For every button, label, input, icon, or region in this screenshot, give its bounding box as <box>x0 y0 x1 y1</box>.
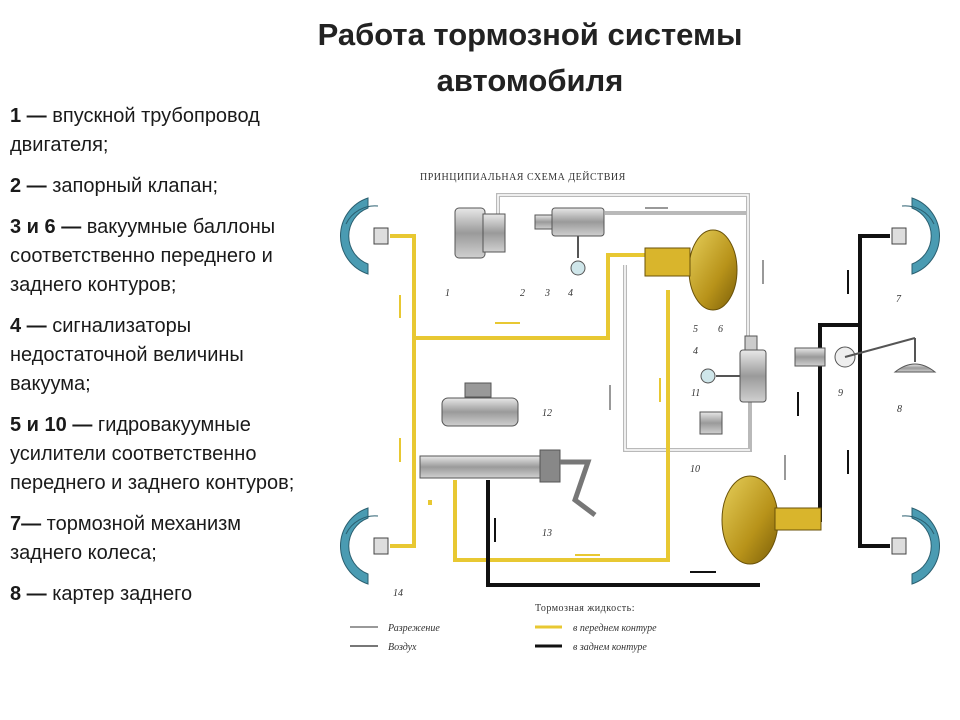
pressure-regulator <box>794 337 916 368</box>
label-4: 4 <box>568 288 573 299</box>
check-valve-and-tank <box>534 207 605 276</box>
axle-housing <box>893 338 937 373</box>
legend-item: 1 — впускной трубопровод двигателя; <box>10 102 310 160</box>
brake-schematic: ПРИНЦИПИАЛЬНАЯ СХЕМА ДЕЙСТВИЯ <box>339 171 941 653</box>
legend-number: 7— <box>10 513 42 535</box>
label-12: 12 <box>542 408 552 419</box>
legend-text: картер заднего <box>46 583 193 605</box>
label-7: 7 <box>896 294 902 305</box>
legend-number: 5 и 10 — <box>10 414 93 436</box>
legend-item: 2 — запорный клапан; <box>10 172 310 201</box>
label-13: 13 <box>542 528 552 539</box>
label-1: 1 <box>445 288 450 299</box>
rear-booster <box>721 475 822 565</box>
label-4b: 4 <box>693 346 698 357</box>
label-2: 2 <box>520 288 525 299</box>
page-title: Работа тормозной системы автомобиля <box>230 12 830 104</box>
label-14: 14 <box>393 588 403 599</box>
title-line-1: Работа тормозной системы <box>317 17 743 52</box>
filter-11 <box>699 411 723 435</box>
key-fluid-title: Тормозная жидкость: <box>535 603 635 614</box>
legend-text: вакуумные баллоны соответственно передне… <box>10 216 276 296</box>
legend-text: запорный клапан; <box>46 175 219 197</box>
label-9: 9 <box>838 388 843 399</box>
schematic-caption: ПРИНЦИПИАЛЬНАЯ СХЕМА ДЕЙСТВИЯ <box>420 171 626 183</box>
intake-manifold <box>454 207 506 259</box>
legend-item: 4 — сигнализаторы недостаточной величины… <box>10 312 310 399</box>
label-11: 11 <box>691 388 700 399</box>
front-fluid-lines <box>390 234 670 562</box>
key-air: Воздух <box>388 642 417 653</box>
label-6: 6 <box>718 324 723 335</box>
label-10: 10 <box>690 464 700 475</box>
legend-number: 8 — <box>10 583 47 605</box>
rear-vacuum-tank <box>700 335 767 403</box>
front-booster <box>644 229 738 311</box>
legend-text: гидровакуумные усилители соответственно … <box>10 414 295 494</box>
front-right-drum <box>891 197 941 275</box>
label-8: 8 <box>897 404 902 415</box>
legend-list: 1 — впускной трубопровод двигателя; 2 — … <box>10 102 310 621</box>
label-5: 5 <box>693 324 698 335</box>
legend-item: 8 — картер заднего <box>10 580 310 609</box>
legend-text: впускной трубопровод двигателя; <box>10 105 260 156</box>
front-left-drum <box>339 197 389 275</box>
legend-item: 5 и 10 — гидровакуумные усилители соотве… <box>10 411 310 498</box>
rear-left-drum <box>339 507 389 585</box>
legend-number: 3 и 6 — <box>10 216 82 238</box>
rear-right-drum <box>891 507 941 585</box>
master-cylinder <box>419 382 597 517</box>
flow-arrows <box>399 207 849 573</box>
legend-text: тормозной механизм заднего колеса; <box>10 513 242 564</box>
legend-item: 7— тормозной механизм заднего колеса; <box>10 510 310 568</box>
title-line-2: автомобиля <box>436 63 624 98</box>
legend-number: 1 — <box>10 105 47 127</box>
legend-item: 3 и 6 — вакуумные баллоны соответственно… <box>10 213 310 300</box>
schematic-key: Разрежение Воздух Тормозная жидкость: в … <box>350 603 657 653</box>
vacuum-lines-core <box>497 194 750 451</box>
key-rear: в заднем контуре <box>573 642 647 653</box>
legend-text: сигнализаторы недостаточной величины вак… <box>10 315 244 395</box>
key-front: в переднем контуре <box>573 623 657 634</box>
key-vacuum: Разрежение <box>387 623 440 634</box>
legend-number: 2 — <box>10 175 47 197</box>
legend-number: 4 — <box>10 315 47 337</box>
label-3: 3 <box>544 288 550 299</box>
